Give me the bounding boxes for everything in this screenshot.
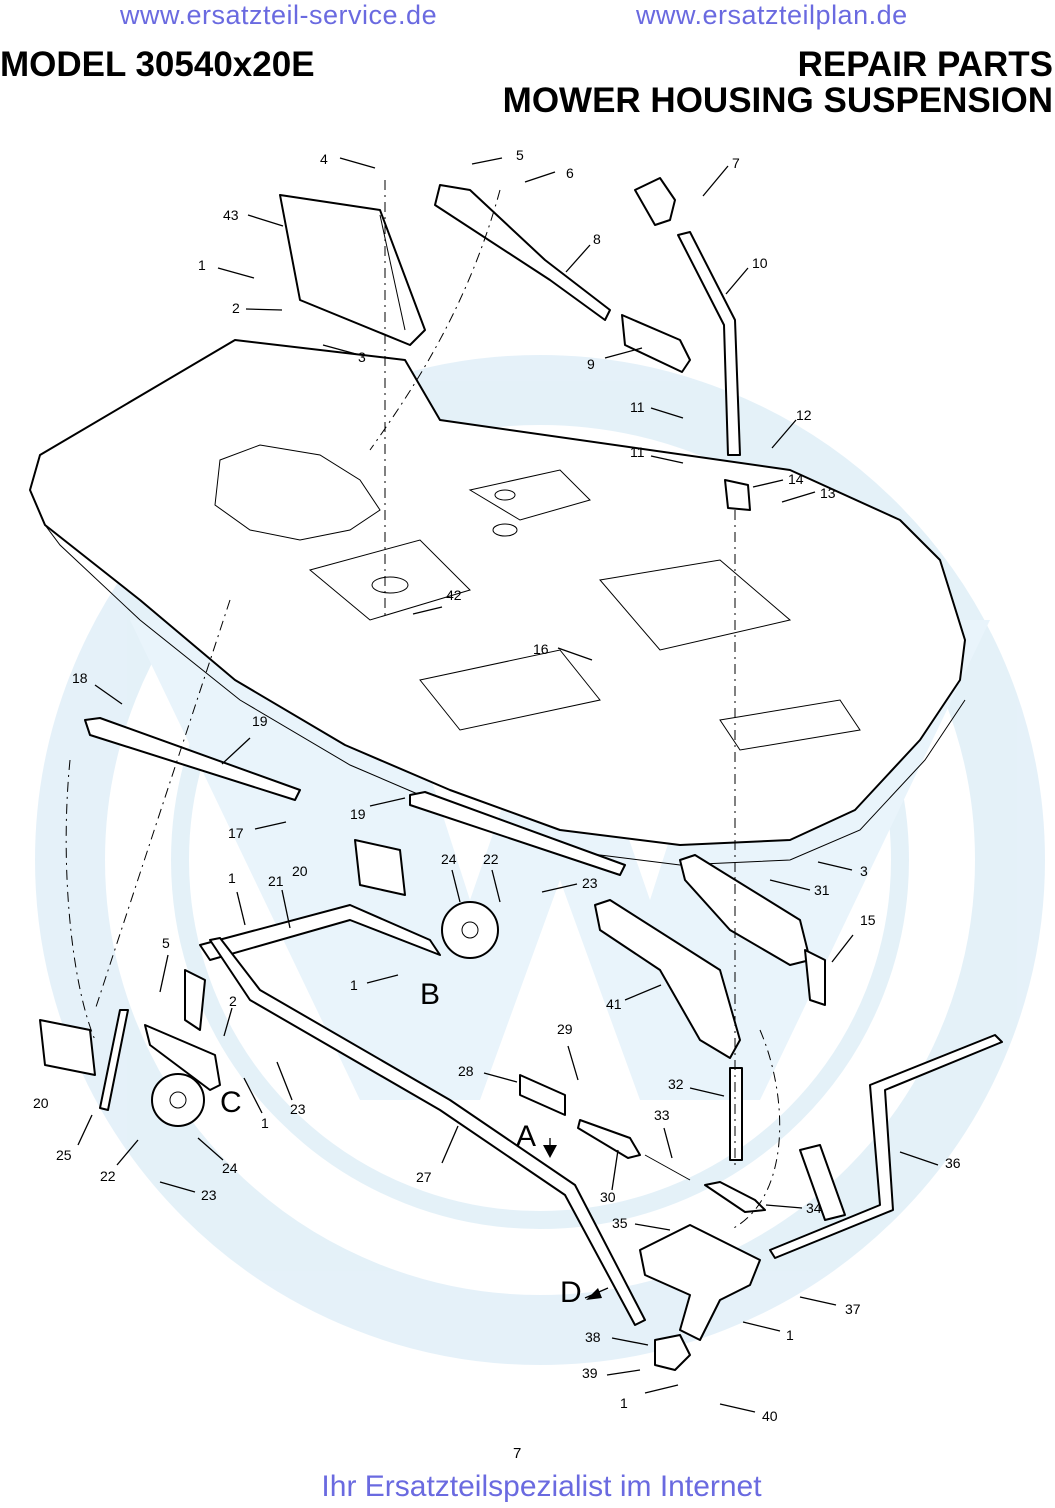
part-24-gauge-wheel-upper: [441, 901, 499, 959]
callout-5-left: 5: [162, 935, 170, 951]
page-title-repair-parts: REPAIR PARTS: [797, 45, 1053, 84]
watermark-footer: Ihr Ersatzteilspezialist im Internet: [321, 1470, 762, 1503]
watermark-url-left[interactable]: www.ersatzteil-service.de: [120, 0, 438, 30]
part-27-long-lift-rod: [209, 937, 646, 1326]
marker-b: B: [420, 978, 440, 1011]
callout-41: 41: [606, 996, 622, 1012]
callout-10: 10: [752, 255, 768, 271]
marker-d: D: [560, 1276, 582, 1309]
callout-27: 27: [416, 1169, 432, 1185]
callout-3-top: 3: [358, 349, 366, 365]
part-20-plate-lower: [39, 1019, 96, 1076]
part-19-rod-left: [84, 717, 301, 801]
callout-38: 38: [585, 1329, 601, 1345]
part-28-coupler: [519, 1074, 566, 1116]
callout-11-upper: 11: [630, 399, 645, 415]
callout-36: 36: [945, 1155, 961, 1171]
marker-c: C: [220, 1086, 242, 1119]
marker-a: A: [516, 1120, 536, 1153]
callout-32: 32: [668, 1076, 684, 1092]
callout-9: 9: [587, 356, 595, 372]
callout-1-right: 1: [786, 1327, 794, 1343]
callout-37: 37: [845, 1301, 861, 1317]
part-31-rear-bracket: [679, 854, 826, 1006]
model-number: MODEL 30540x20E: [0, 45, 315, 84]
callout-leader-lines: [77, 157, 939, 1413]
callout-24-lower: 24: [222, 1160, 238, 1176]
callout-19-right: 19: [350, 806, 366, 822]
part-41-side-bracket: [594, 899, 741, 1059]
callout-20-upper: 20: [292, 863, 308, 879]
callout-2-top: 2: [232, 300, 240, 316]
callout-23-upper: 23: [582, 875, 598, 891]
frame-mower-chassis: [29, 339, 966, 866]
callout-34: 34: [806, 1200, 822, 1216]
callout-6: 6: [566, 165, 574, 181]
part-19-rod-right: [409, 791, 626, 876]
callout-1-mid: 1: [350, 977, 358, 993]
callout-19-left: 19: [252, 713, 268, 729]
part-10-lift-lever: [677, 231, 741, 456]
part-20-plate-upper: [354, 839, 406, 896]
part-35-lift-bracket: [639, 1144, 846, 1341]
callout-40: 40: [762, 1408, 778, 1424]
callout-22-upper: 22: [483, 851, 499, 867]
callout-2-lower: 2: [229, 993, 237, 1009]
callout-1-bottom: 1: [620, 1395, 628, 1411]
part-14-pivot-bracket: [724, 479, 751, 511]
watermark-url-right[interactable]: www.ersatzteilplan.de: [636, 0, 908, 30]
callout-1-mid-left: 1: [228, 870, 236, 886]
part-axle-lower-assembly: [144, 969, 221, 1091]
callout-1-lower-left: 1: [261, 1115, 269, 1131]
callout-39: 39: [582, 1365, 598, 1381]
callout-43: 43: [223, 207, 239, 223]
callout-4: 4: [320, 151, 328, 167]
callout-35: 35: [612, 1215, 628, 1231]
assembly-guide-lines: [65, 180, 781, 1231]
part-7-handle-grip: [634, 177, 676, 226]
callout-labels: 4 5 6 7 43 8 10 1 2 3 9 11 12 11 14 13 4…: [33, 147, 961, 1424]
part-8-lift-link: [434, 184, 611, 321]
callout-11-lower: 11: [630, 444, 645, 460]
part-43-mount-plate: [279, 194, 426, 346]
part-33-spring: [644, 1154, 691, 1181]
callout-5-top: 5: [516, 147, 524, 163]
part-30-adjust-link: [577, 1119, 641, 1159]
callout-15: 15: [860, 912, 876, 928]
part-38-clevis: [654, 1334, 691, 1371]
callout-18: 18: [72, 670, 88, 686]
callout-17: 17: [228, 825, 244, 841]
callout-30: 30: [600, 1189, 616, 1205]
callout-31: 31: [814, 882, 830, 898]
callout-8: 8: [593, 231, 601, 247]
callout-1-top: 1: [198, 257, 206, 273]
callout-7: 7: [732, 155, 740, 171]
part-36-rear-lift-shaft: [769, 1034, 1003, 1259]
page-subtitle-assembly: MOWER HOUSING SUSPENSION: [502, 81, 1053, 120]
callout-20-lower: 20: [33, 1095, 49, 1111]
callout-28: 28: [458, 1063, 474, 1079]
callout-12: 12: [796, 407, 812, 423]
callout-14: 14: [788, 471, 804, 487]
exploded-parts-diagram: 4 5 6 7 43 8 10 1 2 3 9 11 12 11 14 13 4…: [29, 147, 1045, 1424]
part-24-gauge-wheel-lower: [151, 1073, 205, 1127]
part-25-threaded-rod: [99, 1009, 129, 1111]
callout-23-lower: 23: [201, 1187, 217, 1203]
part-21-front-axle: [199, 904, 441, 961]
callout-42: 42: [446, 587, 462, 603]
callout-33: 33: [654, 1107, 670, 1123]
callout-16: 16: [533, 641, 549, 657]
callout-24-upper: 24: [441, 851, 457, 867]
part-32-pivot-pin: [729, 1067, 743, 1161]
part-34-arm: [704, 1181, 766, 1213]
part-9-lever-cover: [621, 314, 691, 373]
callout-25: 25: [56, 1147, 72, 1163]
callout-23-mid: 23: [290, 1101, 306, 1117]
page-number: 7: [513, 1445, 522, 1462]
callout-29: 29: [557, 1021, 573, 1037]
callout-21: 21: [268, 873, 284, 889]
callout-13: 13: [820, 485, 836, 501]
callout-3-right: 3: [860, 863, 868, 879]
callout-22-lower: 22: [100, 1168, 116, 1184]
